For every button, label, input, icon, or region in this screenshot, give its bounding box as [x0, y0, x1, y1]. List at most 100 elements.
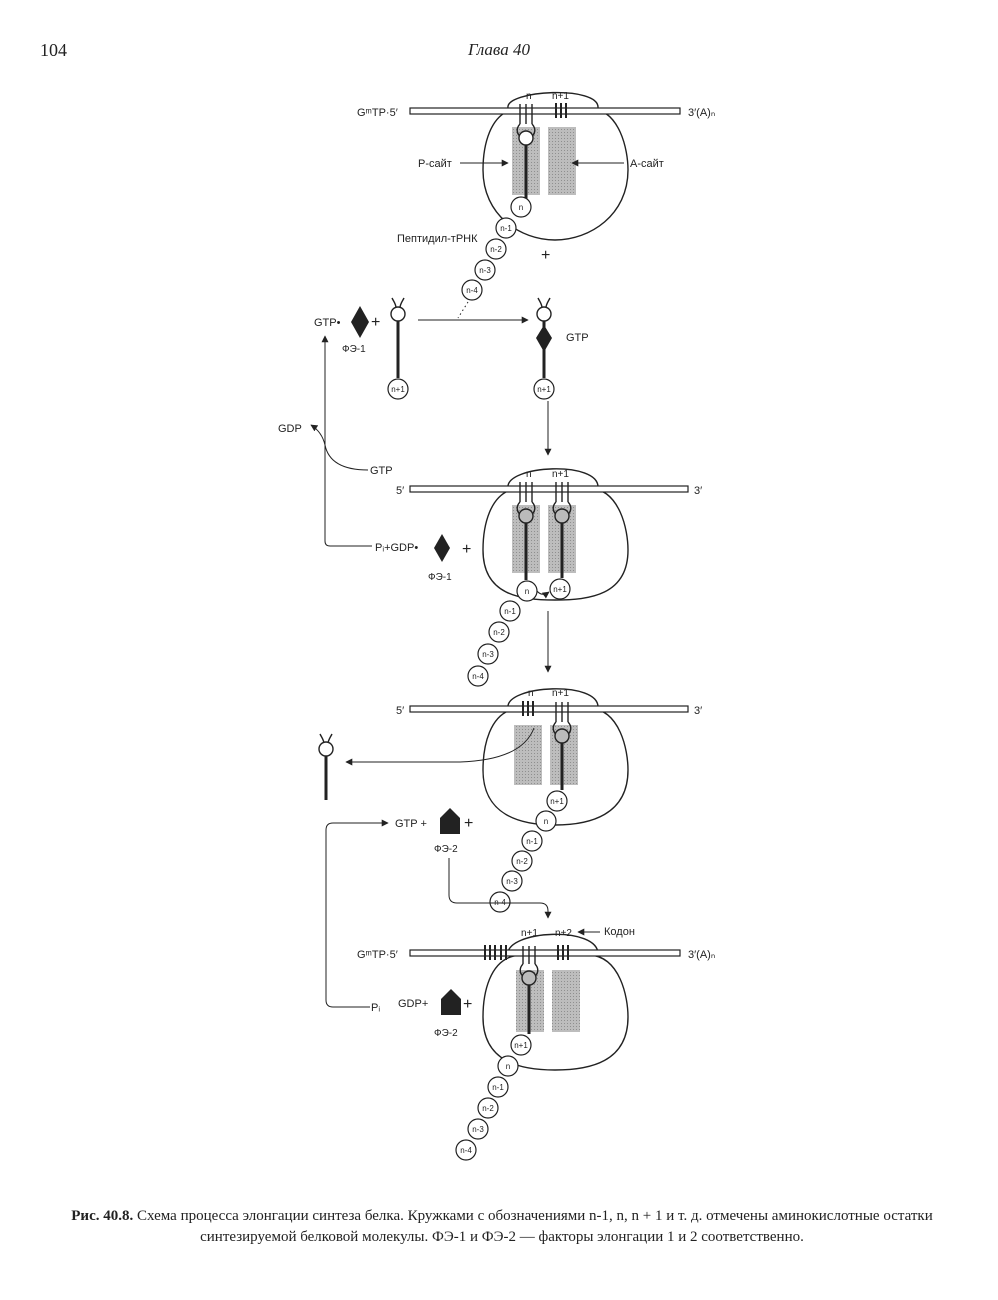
- peptidyl-trna-4: [519, 946, 539, 1034]
- svg-text:n-2: n-2: [493, 628, 505, 637]
- peptide-chain-4: n+1 n n-1 n-2 n-3 n-4: [455, 1034, 532, 1161]
- residue-circle-n-minus-3: n-3: [477, 643, 499, 665]
- elongation-diagram: GᵐTP·5′ 3′(A)ₙ n n+1 P-сайт A-сайт Пепти…: [278, 91, 715, 1161]
- mrna-3-label-2: 3′: [694, 485, 702, 497]
- svg-text:n+1: n+1: [514, 1041, 528, 1050]
- residue-circle-n: n: [497, 1055, 519, 1077]
- svg-text:n-4: n-4: [466, 286, 478, 295]
- fe2-factor-1: [440, 808, 460, 834]
- svg-text:n+1: n+1: [537, 385, 551, 394]
- gtp-to-gdp-curve: [310, 424, 369, 471]
- fe1-factor-diamond: [351, 306, 369, 338]
- fe2-label-1: ФЭ-2: [434, 844, 458, 855]
- ef1-cycle-line: [321, 335, 372, 547]
- empty-p-site-codon-3: [522, 701, 534, 716]
- residue-circle-n-minus-4: n-4: [467, 665, 489, 687]
- mrna-5-label-3: 5′: [396, 705, 404, 717]
- trna-p-site-2: [516, 482, 536, 580]
- peptide-chain-1: n n-1 n-2 n-3 n-4: [461, 196, 532, 301]
- codon-label-n1-2: n+1: [552, 469, 569, 480]
- svg-text:n-2: n-2: [482, 1104, 494, 1113]
- plus-sign-2: +: [371, 314, 380, 331]
- caption-label: Рис. 40.8.: [71, 1208, 134, 1224]
- residue-circle-n-plus-1: n+1: [546, 790, 568, 812]
- peptide-chain-2: n n+1 n-1 n-2 n-3 n-4: [467, 578, 571, 687]
- mrna-5-label-2: 5′: [396, 485, 404, 497]
- codon-label-n2-4: n+2: [555, 928, 572, 939]
- codon-label: Кодон: [604, 926, 635, 938]
- fe2-label-2: ФЭ-2: [434, 1028, 458, 1039]
- svg-text:n-3: n-3: [506, 877, 518, 886]
- peptide-chain-3: n+1 n n-1 n-2 n-3 n-4: [489, 790, 568, 913]
- mrna-tail-label-4: 3′(A)ₙ: [688, 949, 715, 961]
- svg-text:n-1: n-1: [500, 224, 512, 233]
- residue-circle-n-minus-2: n-2: [488, 621, 510, 643]
- residue-circle-n-minus-2: n-2: [477, 1097, 499, 1119]
- gtp-plus-label: GTP +: [395, 818, 427, 830]
- a-site-shade: [548, 127, 576, 195]
- fe1-label-1: ФЭ-1: [342, 344, 366, 355]
- trna-a-site-2: [552, 482, 572, 578]
- residue-circle-n-minus-4: n-4: [489, 891, 511, 913]
- mrna-strand-2: [409, 485, 689, 493]
- residue-circle-n-minus-3: n-3: [467, 1118, 489, 1140]
- residue-circle-n-minus-3: n-3: [501, 870, 523, 892]
- mrna-cap-label-4: GᵐTP·5′: [357, 949, 398, 961]
- residue-circle-n-minus-2: n-2: [511, 850, 533, 872]
- mrna-strand-3: [409, 705, 689, 713]
- figure-caption: Рис. 40.8. Схема процесса элонгации синт…: [62, 1206, 942, 1248]
- svg-text:n-3: n-3: [482, 650, 494, 659]
- svg-text:n: n: [525, 587, 529, 596]
- trna-release-arrow: [345, 727, 535, 766]
- svg-text:n-2: n-2: [490, 245, 502, 254]
- svg-text:n+1: n+1: [553, 585, 567, 594]
- peptidyl-trna-1: [516, 104, 536, 200]
- residue-circle-n-minus-4: n-4: [461, 279, 483, 301]
- codon-label-n1-1: n+1: [552, 91, 569, 102]
- mrna-3-label-3: 3′: [694, 705, 702, 717]
- mrna-tail-label-1: 3′(A)ₙ: [688, 107, 715, 119]
- residue-circle-n-minus-4: n-4: [455, 1139, 477, 1161]
- peptidyl-trna-label: Пептидил-тРНК: [397, 233, 478, 245]
- residue-circle-n-minus-1: n-1: [499, 600, 521, 622]
- residue-circle-n-minus-2: n-2: [485, 238, 507, 260]
- residue-circle-n-minus-1: n-1: [521, 830, 543, 852]
- svg-text:n: n: [544, 817, 548, 826]
- gtp-bound-label: GTP: [566, 332, 589, 344]
- running-head: Глава 40: [468, 40, 530, 59]
- codon-label-n1-3: n+1: [552, 688, 569, 699]
- gtp-dot-label: GTP•: [314, 317, 341, 329]
- residue-circle-n: n: [516, 580, 538, 602]
- plus-sign-3: +: [462, 541, 471, 558]
- aminoacyl-trna-free: [390, 297, 406, 378]
- mrna-strand-4: [409, 949, 681, 957]
- svg-text:n-4: n-4: [472, 672, 484, 681]
- svg-text:n+1: n+1: [550, 797, 564, 806]
- svg-text:n-3: n-3: [472, 1125, 484, 1134]
- residue-circle-n-plus-1: n+1: [549, 578, 571, 600]
- fe2-factor-2: [441, 989, 461, 1015]
- fe1-released-diamond: [434, 534, 450, 562]
- codon-label-n-3: n: [528, 688, 534, 699]
- plus-sign-5: +: [463, 996, 472, 1013]
- svg-text:n-1: n-1: [526, 837, 538, 846]
- codon-label-n-2: n: [526, 469, 532, 480]
- caption-text: Схема процесса элонгации синтеза белка. …: [136, 1208, 933, 1245]
- ef2-cycle-line: [325, 819, 389, 1008]
- peptidyl-transfer-arrow: [536, 590, 550, 599]
- pi-label: Pᵢ: [371, 1002, 380, 1014]
- a-site-codon-1: [555, 103, 567, 118]
- gtp-label-cycle: GTP: [370, 465, 393, 477]
- residue-circle-n: n: [535, 810, 557, 832]
- svg-text:n-1: n-1: [504, 607, 516, 616]
- svg-text:n-1: n-1: [492, 1083, 504, 1092]
- svg-text:n+1: n+1: [391, 385, 405, 394]
- page-number: 104: [40, 40, 67, 60]
- plus-sign-4: +: [464, 815, 473, 832]
- gdp-plus-label: GDP+: [398, 998, 428, 1010]
- residue-circle-n: n: [510, 196, 532, 218]
- residue-circle-n-plus-1: n+1: [510, 1034, 532, 1056]
- codon-label-n1-4: n+1: [521, 928, 538, 939]
- gdp-label: GDP: [278, 423, 302, 435]
- peptidyl-trna-3: [552, 702, 572, 790]
